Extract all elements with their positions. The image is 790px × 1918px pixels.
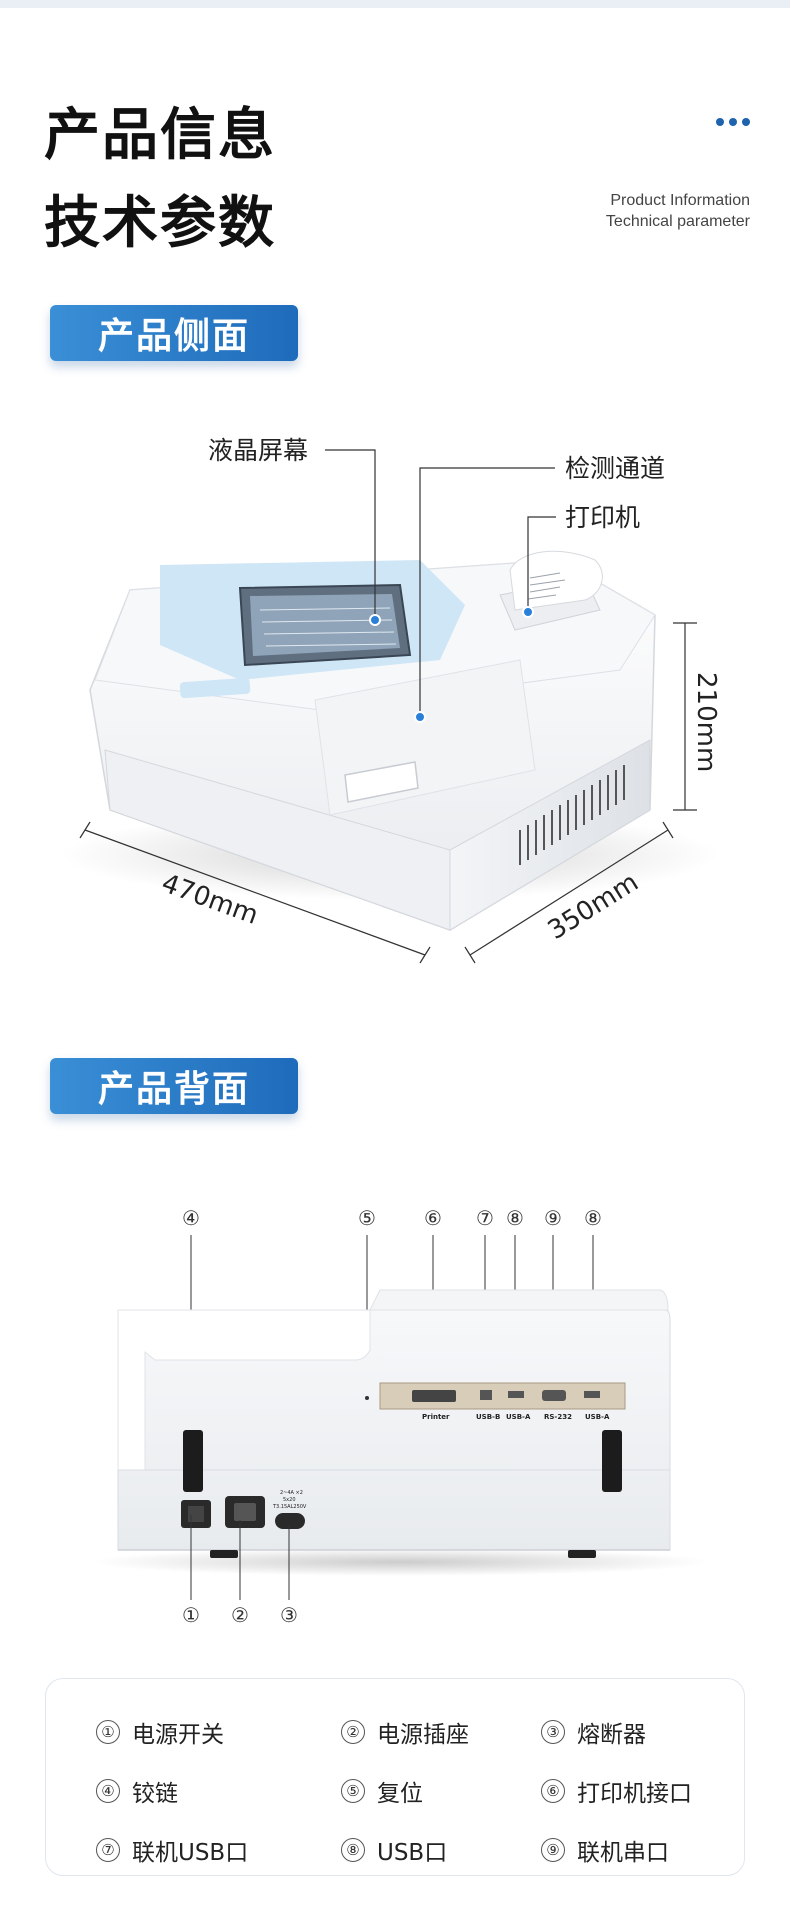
fuse-label-1: 2~4A ×2 [280, 1490, 303, 1496]
side-view-figure: 液晶屏幕 检测通道 打印机 210mm 470mm 350mm [0, 410, 790, 1010]
port-label-usb-b: USB-B [476, 1413, 500, 1421]
hinge-right [602, 1430, 622, 1492]
port-label-printer: Printer [422, 1413, 450, 1421]
hinge-left [183, 1430, 203, 1492]
legend-number: ⑧ [341, 1838, 365, 1862]
marker-8b: ⑧ [584, 1206, 602, 1230]
legend-item: ② 电源插座 [341, 1715, 469, 1749]
legend-label: 电源插座 [377, 1722, 469, 1748]
legend-number: ④ [96, 1779, 120, 1803]
channel-callout-dot [414, 711, 426, 723]
marker-4: ④ [182, 1206, 200, 1230]
more-dots-icon [716, 118, 750, 126]
legend-number: ⑥ [541, 1779, 565, 1803]
legend-label: 复位 [377, 1781, 423, 1807]
fuse-label-3: T3.15AL250V [272, 1504, 307, 1510]
callout-printer: 打印机 [565, 503, 640, 532]
title-line-2: 技术参数 [44, 191, 276, 256]
legend-number: ⑨ [541, 1838, 565, 1862]
subtitle-line-1: Product Information [610, 192, 750, 209]
legend-label: 联机串口 [577, 1840, 669, 1866]
port-label-usb-a-1: USB-A [506, 1413, 531, 1421]
callout-lcd: 液晶屏幕 [208, 436, 308, 465]
legend-item: ⑧ USB口 [341, 1833, 447, 1867]
marker-9: ⑨ [544, 1206, 562, 1230]
title-line-1: 产品信息 [44, 103, 276, 168]
fuse-label-2: 5x20 [283, 1497, 296, 1503]
legend-item: ⑥ 打印机接口 [541, 1774, 692, 1808]
legend-number: ⑦ [96, 1838, 120, 1862]
legend-label: 联机USB口 [132, 1840, 249, 1866]
page-title: 产品信息 技术参数 [44, 92, 276, 268]
legend-label: 打印机接口 [577, 1781, 692, 1807]
legend-number: ① [96, 1720, 120, 1744]
legend-number: ⑤ [341, 1779, 365, 1803]
marker-3: ③ [280, 1603, 298, 1627]
printer-callout-dot [522, 606, 534, 618]
device-side-illustration: 液晶屏幕 检测通道 打印机 210mm 470mm 350mm [60, 436, 721, 964]
dimension-height: 210mm [691, 672, 721, 772]
legend-item: ③ 熔断器 [541, 1715, 646, 1749]
lcd-callout-dot [369, 614, 381, 626]
reset-hole [365, 1396, 369, 1400]
subtitle-line-2: Technical parameter [605, 213, 750, 230]
section-tag-side-view: 产品侧面 [50, 305, 298, 361]
legend-item: ④ 铰链 [96, 1774, 178, 1808]
legend-label: 铰链 [132, 1781, 178, 1807]
english-subtitle: Product Information Technical parameter [606, 190, 750, 232]
legend-item: ⑨ 联机串口 [541, 1833, 669, 1867]
legend-box: ① 电源开关 ② 电源插座 ③ 熔断器 ④ 铰链 ⑤ 复位 ⑥ 打印机接口 ⑦ … [45, 1678, 745, 1876]
top-strip [0, 0, 790, 8]
marker-6: ⑥ [424, 1206, 442, 1230]
fuse-holder [275, 1513, 305, 1529]
marker-2: ② [231, 1603, 249, 1627]
section-tag-back-view: 产品背面 [50, 1058, 298, 1114]
legend-item: ⑦ 联机USB口 [96, 1833, 248, 1867]
legend-label: 熔断器 [577, 1722, 646, 1748]
back-view-figure: ④ ⑤ ⑥ ⑦ ⑧ ⑨ ⑧ Printer USB-B [0, 1180, 790, 1650]
legend-item: ⑤ 复位 [341, 1774, 423, 1808]
marker-5: ⑤ [358, 1206, 376, 1230]
port-label-usb-a-2: USB-A [585, 1413, 610, 1421]
legend-label: 电源开关 [132, 1722, 224, 1748]
legend-label: USB口 [377, 1840, 448, 1866]
marker-7: ⑦ [476, 1206, 494, 1230]
port-label-rs232: RS-232 [544, 1413, 572, 1421]
legend-number: ② [341, 1720, 365, 1744]
callout-channel: 检测通道 [565, 454, 665, 483]
marker-1: ① [182, 1603, 200, 1627]
legend-number: ③ [541, 1720, 565, 1744]
legend-item: ① 电源开关 [96, 1715, 224, 1749]
device-back-illustration: ④ ⑤ ⑥ ⑦ ⑧ ⑨ ⑧ Printer USB-B [90, 1206, 710, 1627]
marker-8a: ⑧ [506, 1206, 524, 1230]
